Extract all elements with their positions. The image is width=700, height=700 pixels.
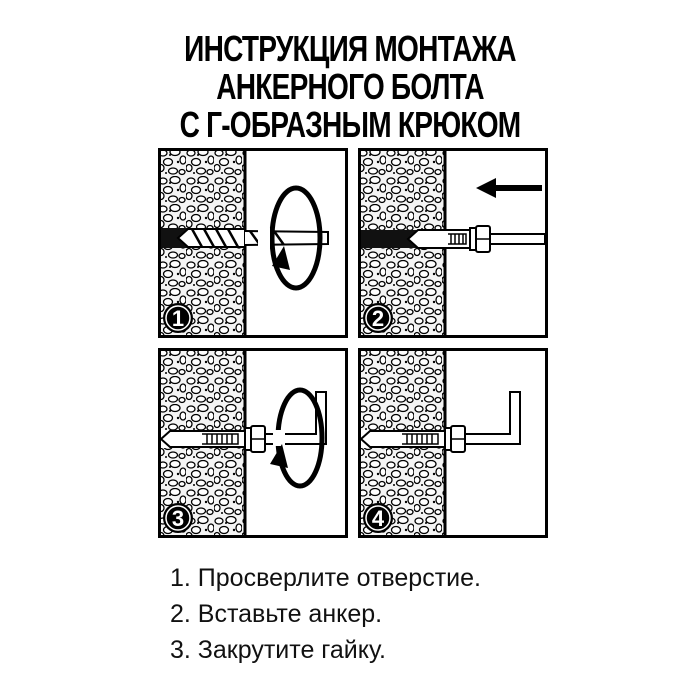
step-number: 1 bbox=[172, 306, 184, 331]
instruction-step-2: 2. Вставьте анкер. bbox=[170, 600, 383, 628]
step-number: 4 bbox=[372, 506, 385, 531]
step-number-badge: 2 bbox=[363, 303, 393, 333]
instruction-list: 1. Просверлите отверстие. 2. Вставьте ан… bbox=[170, 560, 481, 668]
instruction-step-3: 3. Закрутите гайку. bbox=[170, 636, 386, 664]
step-number: 2 bbox=[372, 306, 384, 331]
title-line-3: С Г-ОБРАЗНЫМ КРЮКОМ bbox=[179, 104, 522, 145]
step-number-badge: 1 bbox=[163, 303, 193, 333]
step-panel-installed-hook: 4 bbox=[358, 348, 548, 538]
drill-icon: 1 bbox=[158, 148, 348, 338]
tighten-nut-icon: 3 bbox=[158, 348, 348, 538]
installed-hook-icon: 4 bbox=[358, 348, 548, 538]
step-panel-insert-anchor: 2 bbox=[358, 148, 548, 338]
step-panel-tighten-nut: 3 bbox=[158, 348, 348, 538]
page-title: ИНСТРУКЦИЯ МОНТАЖА АНКЕРНОГО БОЛТА С Г-О… bbox=[77, 30, 623, 144]
title-line-1: ИНСТРУКЦИЯ МОНТАЖА bbox=[184, 28, 516, 69]
instruction-step-1: 1. Просверлите отверстие. bbox=[170, 564, 481, 592]
title-line-2: АНКЕРНОГО БОЛТА bbox=[216, 66, 484, 107]
step-number-badge: 3 bbox=[163, 503, 193, 533]
step-number-badge: 4 bbox=[363, 503, 393, 533]
step-number: 3 bbox=[172, 506, 184, 531]
insert-anchor-icon: 2 bbox=[358, 148, 548, 338]
step-panel-drill: 1 bbox=[158, 148, 348, 338]
